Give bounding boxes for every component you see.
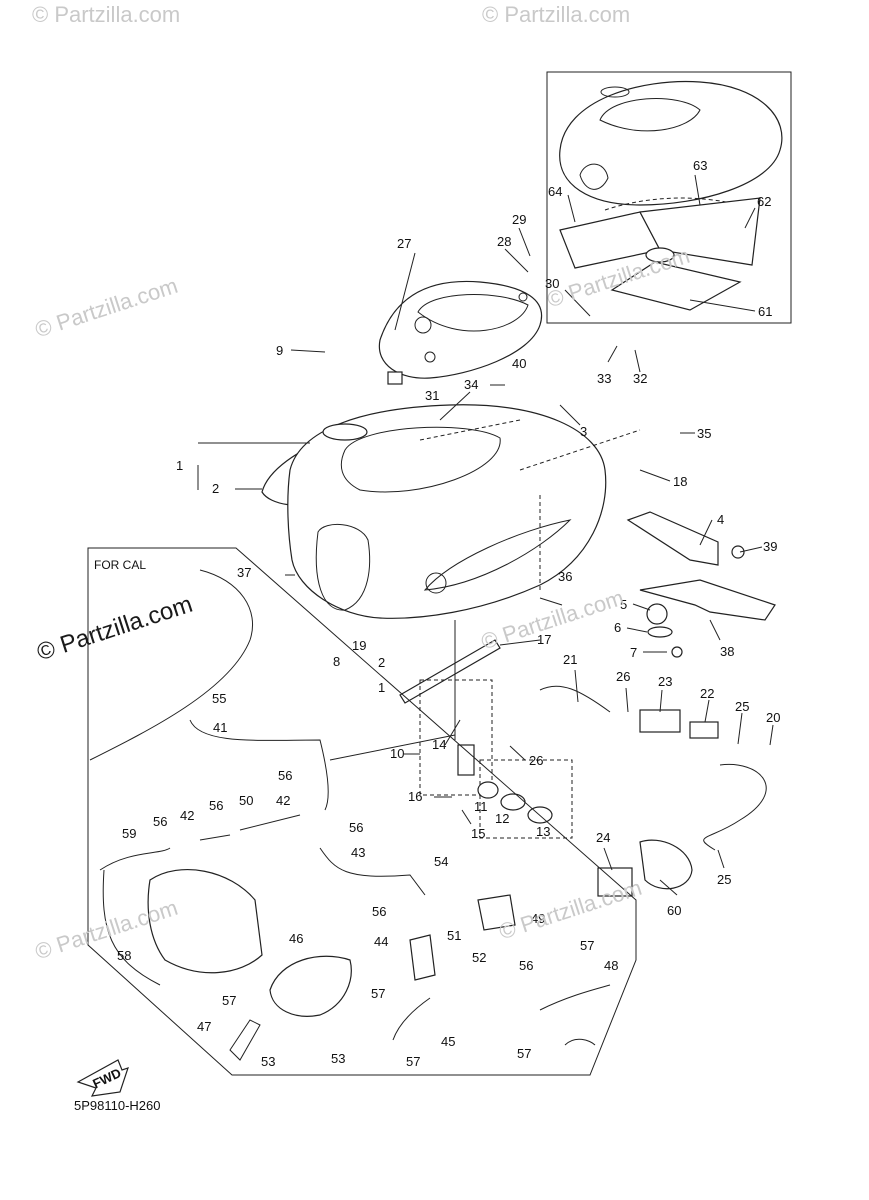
callout-56: 56 xyxy=(349,820,363,835)
callout-18: 18 xyxy=(673,474,687,489)
callout-44: 44 xyxy=(374,934,388,949)
fuel-tank xyxy=(261,404,641,619)
callout-13: 13 xyxy=(536,824,550,839)
callout-49: 49 xyxy=(531,911,545,926)
callout-56: 56 xyxy=(278,768,292,783)
callout-42: 42 xyxy=(276,793,290,808)
callout-47: 47 xyxy=(197,1019,211,1034)
callout-labels: 1 2 2 1 3 4 5 6 7 8 9 10 11 12 13 14 15 … xyxy=(90,158,780,1091)
callout-9: 9 xyxy=(276,343,283,358)
callout-48: 48 xyxy=(604,958,618,973)
callout-50: 50 xyxy=(239,793,253,808)
callout-41: 41 xyxy=(213,720,227,735)
callout-25: 25 xyxy=(717,872,731,887)
callout-14: 14 xyxy=(432,737,446,752)
callout-21: 21 xyxy=(563,652,577,667)
callout-56: 56 xyxy=(153,814,167,829)
callout-5: 5 xyxy=(620,597,627,612)
callout-52: 52 xyxy=(472,950,486,965)
callout-51: 51 xyxy=(447,928,461,943)
callout-56: 56 xyxy=(372,904,386,919)
callout-57: 57 xyxy=(222,993,236,1008)
callout-37: 37 xyxy=(237,565,251,580)
for-cal-label: FOR CAL xyxy=(94,558,146,572)
callout-56: 56 xyxy=(209,798,223,813)
callout-30: 30 xyxy=(545,276,559,291)
decal-inset xyxy=(546,71,792,324)
side-bracket xyxy=(626,511,776,658)
callout-2: 2 xyxy=(378,655,385,670)
strip-17 xyxy=(399,639,501,704)
callout-39: 39 xyxy=(763,539,777,554)
callout-3: 3 xyxy=(580,424,587,439)
callout-31: 31 xyxy=(425,388,439,403)
callout-55: 55 xyxy=(212,691,226,706)
callout-35: 35 xyxy=(697,426,711,441)
callout-57: 57 xyxy=(406,1054,420,1069)
callout-57: 57 xyxy=(517,1046,531,1061)
for-cal-inset xyxy=(87,547,637,1076)
callout-27: 27 xyxy=(397,236,411,251)
callout-64: 64 xyxy=(548,184,562,199)
callout-26: 26 xyxy=(616,669,630,684)
callout-46: 46 xyxy=(289,931,303,946)
callout-15: 15 xyxy=(471,826,485,841)
fuel-pump-area xyxy=(539,685,767,897)
callout-10: 10 xyxy=(390,746,404,761)
callout-57: 57 xyxy=(371,986,385,1001)
callout-53: 53 xyxy=(261,1054,275,1069)
callout-25: 25 xyxy=(735,699,749,714)
leader-lines xyxy=(197,227,774,896)
callout-42: 42 xyxy=(180,808,194,823)
callout-23: 23 xyxy=(658,674,672,689)
diagram-code: 5P98110-H260 xyxy=(74,1098,161,1113)
callout-43: 43 xyxy=(351,845,365,860)
callout-1: 1 xyxy=(378,680,385,695)
callout-19: 19 xyxy=(352,638,366,653)
tank-cover xyxy=(378,280,543,385)
callout-28: 28 xyxy=(497,234,511,249)
callout-45: 45 xyxy=(441,1034,455,1049)
callout-12: 12 xyxy=(495,811,509,826)
callout-58: 58 xyxy=(117,948,131,963)
callout-32: 32 xyxy=(633,371,647,386)
callout-61: 61 xyxy=(758,304,772,319)
callout-11: 11 xyxy=(474,799,488,814)
callout-62: 62 xyxy=(757,194,771,209)
callout-38: 38 xyxy=(720,644,734,659)
callout-53: 53 xyxy=(331,1051,345,1066)
callout-24: 24 xyxy=(596,830,610,845)
callout-22: 22 xyxy=(700,686,714,701)
callout-57: 57 xyxy=(580,938,594,953)
callout-54: 54 xyxy=(434,854,448,869)
callout-59: 59 xyxy=(122,826,136,841)
callout-8: 8 xyxy=(333,654,340,669)
callout-1: 1 xyxy=(176,458,183,473)
callout-36: 36 xyxy=(558,569,572,584)
fwd-arrow xyxy=(76,1059,129,1097)
callout-2: 2 xyxy=(212,481,219,496)
callout-63: 63 xyxy=(693,158,707,173)
callout-26: 26 xyxy=(529,753,543,768)
callout-7: 7 xyxy=(630,645,637,660)
callout-40: 40 xyxy=(512,356,526,371)
callout-29: 29 xyxy=(512,212,526,227)
callout-6: 6 xyxy=(614,620,621,635)
callout-17: 17 xyxy=(537,632,551,647)
callout-20: 20 xyxy=(766,710,780,725)
callout-60: 60 xyxy=(667,903,681,918)
callout-4: 4 xyxy=(717,512,724,527)
callout-33: 33 xyxy=(597,371,611,386)
fuel-valve-group xyxy=(419,620,573,839)
callout-16: 16 xyxy=(408,789,422,804)
callout-56: 56 xyxy=(519,958,533,973)
callout-34: 34 xyxy=(464,377,478,392)
